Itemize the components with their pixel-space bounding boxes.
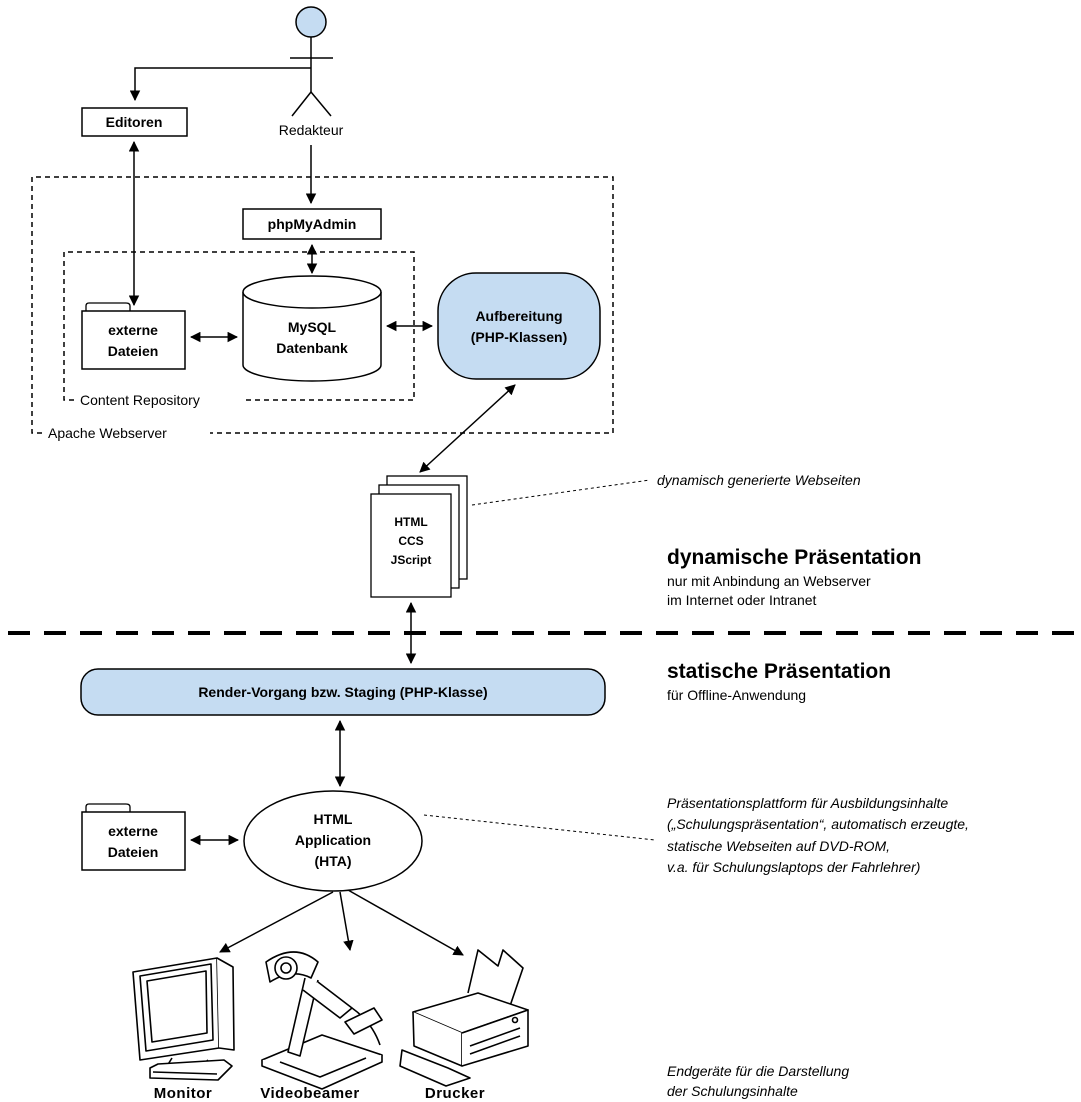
dynamic-section-title: dynamische Präsentation: [667, 546, 921, 569]
actor-editors-arrow: [129, 67, 311, 102]
pages-label-1: HTML: [394, 515, 427, 529]
editoren-box[interactable]: Editoren: [81, 107, 188, 137]
videobeamer-label: Videobeamer: [260, 1085, 359, 1102]
hta-monitor-arrow: [219, 891, 334, 953]
render-label: Render-Vorgang bzw. Staging (PHP-Klasse): [198, 684, 487, 700]
static-section-sub1: für Offline-Anwendung: [667, 687, 806, 703]
external-files-bottom-label-2: Dateien: [108, 844, 159, 860]
external-files-top[interactable]: externe Dateien: [81, 302, 186, 370]
pages-label-2: CCS: [398, 534, 423, 548]
editoren-label: Editoren: [106, 114, 163, 130]
drucker-label: Drucker: [425, 1085, 485, 1102]
aufbereitung-pages-arrow: [419, 384, 516, 473]
printer-icon: [399, 949, 529, 1087]
content-repository-region: Content Repository: [63, 251, 415, 408]
hta-note-2: („Schulungspräsentation“, automatisch er…: [667, 816, 969, 832]
static-section-title: statische Präsentation: [667, 660, 891, 683]
hta-note-1: Präsentationsplattform für Ausbildungsin…: [667, 795, 948, 811]
hta-label-2: Application: [295, 832, 371, 848]
external-files-top-label-2: Dateien: [108, 343, 159, 359]
devices-note-1: Endgeräte für die Darstellung: [667, 1063, 849, 1079]
dynamic-note-leader: [471, 479, 651, 506]
mysql-database[interactable]: MySQL Datenbank: [242, 275, 382, 382]
page-document: [370, 493, 452, 598]
hta-label-3: (HTA): [314, 853, 351, 869]
render-staging-box[interactable]: Render-Vorgang bzw. Staging (PHP-Klasse): [80, 668, 606, 716]
hta-label-1: HTML: [314, 811, 353, 827]
phpmyadmin-label: phpMyAdmin: [268, 216, 357, 232]
actor-label: Redakteur: [279, 122, 344, 138]
external-files-top-label-1: externe: [108, 322, 158, 338]
pages-label-3: JScript: [391, 553, 432, 567]
hta-beamer-arrow: [339, 891, 354, 952]
monitor-label: Monitor: [154, 1085, 212, 1102]
dynamic-section-sub2: im Internet oder Intranet: [667, 592, 817, 608]
hta-note-leader: [423, 814, 656, 841]
dynamic-note: dynamisch generierte Webseiten: [657, 472, 861, 488]
hta-printer-arrow: [347, 889, 464, 956]
redakteur-actor: Redakteur: [279, 6, 344, 138]
apache-webserver-region: Apache Webserver: [31, 176, 614, 441]
monitor-icon: [132, 957, 235, 1081]
external-files-bottom[interactable]: externe Dateien: [81, 803, 186, 871]
external-files-bottom-label-1: externe: [108, 823, 158, 839]
apache-label: Apache Webserver: [48, 425, 167, 441]
drucker-device[interactable]: Drucker: [399, 949, 529, 1102]
generated-pages-stack: HTML CCS JScript: [370, 475, 468, 598]
hta-note-4: v.a. für Schulungslaptops der Fahrlehrer…: [667, 859, 920, 875]
videobeamer-device[interactable]: Videobeamer: [260, 951, 383, 1102]
aufbereitung-box[interactable]: Aufbereitung (PHP-Klassen): [437, 272, 601, 380]
devices-note-2: der Schulungsinhalte: [667, 1083, 798, 1099]
hta-application[interactable]: HTML Application (HTA): [243, 790, 423, 892]
videobeamer-icon: [261, 951, 383, 1090]
content-repository-label: Content Repository: [80, 392, 200, 408]
dynamic-section-sub1: nur mit Anbindung an Webserver: [667, 573, 871, 589]
phpmyadmin-box[interactable]: phpMyAdmin: [242, 208, 382, 240]
mysql-label-1: MySQL: [288, 319, 337, 335]
actor-head: [295, 6, 327, 38]
aufbereitung-label-1: Aufbereitung: [475, 308, 562, 324]
mysql-label-2: Datenbank: [276, 340, 348, 356]
aufbereitung-label-2: (PHP-Klassen): [471, 329, 567, 345]
monitor-device[interactable]: Monitor: [132, 957, 235, 1102]
hta-note-3: statische Webseiten auf DVD-ROM,: [667, 838, 890, 854]
